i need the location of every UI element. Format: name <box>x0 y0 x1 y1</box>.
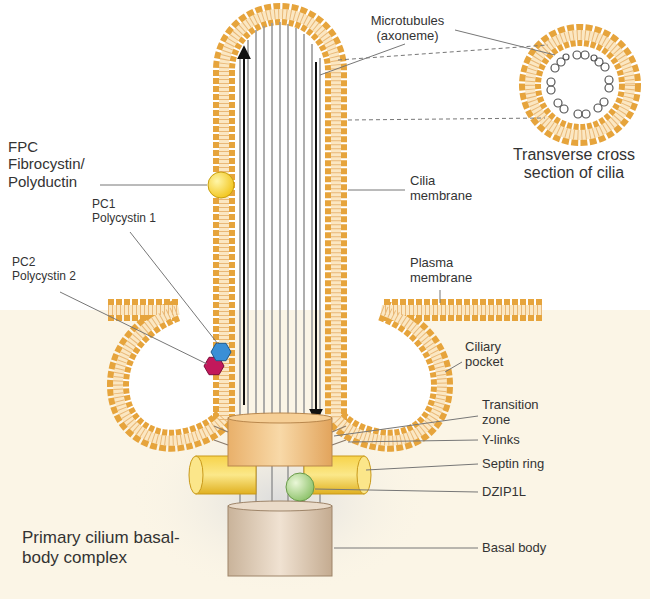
microtubule <box>247 40 249 420</box>
leader-line <box>60 292 207 364</box>
fpc-protein <box>208 172 234 198</box>
doublet <box>573 51 581 59</box>
part-label: PC1 Polycystin 1 <box>92 198 172 226</box>
doublet <box>605 84 613 92</box>
doublet <box>554 99 562 107</box>
leader-line <box>445 362 462 372</box>
microtubules <box>240 22 320 420</box>
microtubule <box>295 28 297 420</box>
part-label: FPC Fibrocystin/ Polyductin <box>8 138 103 190</box>
retrograde-arrow <box>315 62 317 420</box>
leader-line <box>315 489 478 492</box>
microtubule <box>279 22 281 420</box>
projection-lines <box>338 45 548 120</box>
leader-line <box>348 190 405 191</box>
leader-line <box>348 440 478 442</box>
membrane-tails <box>530 35 630 135</box>
anterograde-arrow <box>243 48 245 405</box>
microtubule <box>271 23 273 420</box>
leader-line <box>130 232 218 344</box>
y-links <box>214 426 346 445</box>
doublet <box>601 63 609 71</box>
doublet <box>547 78 555 86</box>
membrane-tails <box>224 14 336 420</box>
pc1-protein <box>211 343 231 360</box>
leader-line <box>440 290 441 303</box>
doublet <box>594 104 602 112</box>
leader-line <box>334 548 478 549</box>
membrane-tail-lines <box>108 14 630 441</box>
doublet <box>563 54 569 60</box>
part-label: Transition zone <box>482 398 556 428</box>
axoneme-doublets <box>547 51 613 118</box>
part-label: Plasma membrane <box>410 256 488 286</box>
y-link <box>214 440 228 445</box>
y-link <box>214 426 228 432</box>
part-label: PC2 Polycystin 2 <box>12 256 92 284</box>
doublet <box>547 86 555 94</box>
leader-line <box>334 416 478 436</box>
cross-section-membrane <box>530 35 630 135</box>
doublet <box>581 51 589 59</box>
transition-zone-top <box>228 413 332 423</box>
y-link <box>332 440 346 445</box>
transition-zone <box>228 418 332 466</box>
microtubule <box>287 24 289 420</box>
microtubule <box>255 30 257 420</box>
leader-lines <box>60 30 555 548</box>
microtubule <box>311 44 313 420</box>
microtubule <box>263 26 265 420</box>
region-label: Primary cilium basal-body complex <box>22 528 200 567</box>
dzip1l-protein <box>286 473 314 501</box>
doublet <box>582 110 590 118</box>
doublet <box>605 76 613 84</box>
leader-line <box>100 185 207 186</box>
doublet <box>591 55 597 61</box>
microtubule <box>239 55 241 420</box>
basal-body-top <box>228 501 332 511</box>
membrane-tail-lines <box>224 14 336 420</box>
part-label: Transverse cross section of cilia <box>505 146 643 183</box>
cilia-membrane <box>224 14 336 420</box>
basal-body <box>228 506 332 576</box>
leader-line <box>366 464 478 470</box>
microtubule <box>319 58 321 420</box>
membrane-heads <box>108 14 630 441</box>
membrane-tails <box>108 14 630 441</box>
part-label: Septin ring <box>482 457 572 472</box>
part-label: Cilia membrane <box>410 174 482 204</box>
projection-line <box>348 118 545 120</box>
part-label: Microtubules (axoneme) <box>355 14 460 44</box>
microtubule <box>303 34 305 420</box>
microtubule <box>271 465 273 505</box>
projection-line <box>338 45 548 60</box>
y-link <box>332 426 346 432</box>
part-label: DZIP1L <box>482 485 572 500</box>
leader-line <box>455 30 555 55</box>
part-label: Ciliary pocket <box>465 340 527 370</box>
septin-cylinder-end <box>357 456 371 494</box>
part-label: Y-links <box>482 433 562 448</box>
leader-line <box>320 44 405 75</box>
septin-cylinder-end <box>189 456 203 494</box>
part-label: Basal body <box>482 541 572 556</box>
doublet <box>574 110 582 118</box>
membrane-tail-lines <box>530 35 630 135</box>
